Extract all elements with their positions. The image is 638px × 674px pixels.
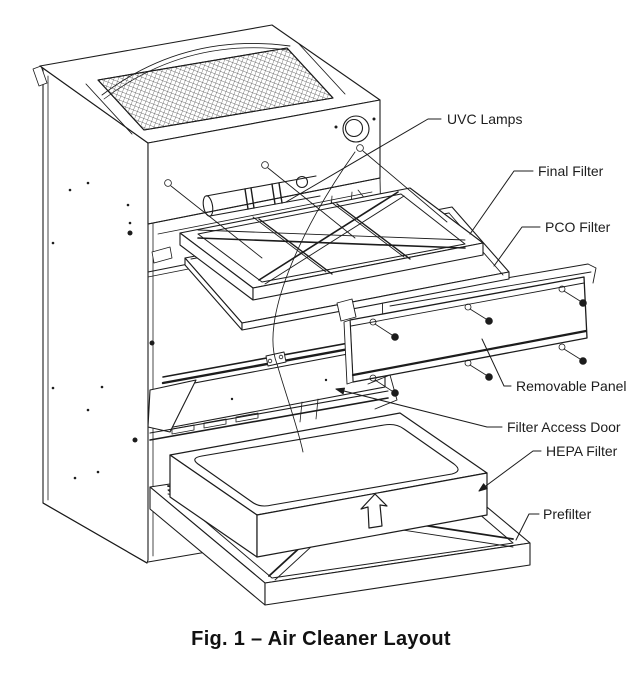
control-knob — [342, 115, 370, 143]
final-filter — [179, 187, 484, 301]
grille-arc — [101, 43, 291, 96]
leader-arrowhead-door — [335, 387, 345, 395]
airflow-up-arrow-icon — [360, 493, 388, 529]
final-filter-lattice — [197, 191, 466, 285]
hepa-media-outline — [194, 423, 459, 507]
callout-label-filter-access-door: Filter Access Door — [507, 419, 621, 435]
panel-screws — [369, 285, 587, 397]
callout-leaders — [285, 118, 542, 541]
callout-label-final-filter: Final Filter — [538, 163, 604, 179]
leader-final-filter — [469, 170, 534, 235]
panel-rivet-dots — [51, 181, 155, 480]
door-swing-curve — [272, 151, 356, 453]
callout-labels: UVC Lamps Final Filter PCO Filter Remova… — [447, 111, 627, 522]
rail-screws — [164, 144, 364, 187]
callout-label-removable-panel: Removable Panel — [516, 378, 627, 394]
intake-grille — [85, 43, 346, 135]
callout-label-prefilter: Prefilter — [543, 506, 592, 522]
removable-panel — [343, 276, 588, 397]
callout-label-pco-filter: PCO Filter — [545, 219, 611, 235]
cabinet-left-panel — [39, 65, 149, 564]
leader-pco-filter — [493, 226, 541, 267]
figure-caption: Fig. 1 – Air Cleaner Layout — [191, 628, 451, 650]
overlay-lines — [170, 150, 448, 453]
uvc-lamps-assembly — [202, 175, 321, 217]
cabinet — [32, 24, 430, 564]
door-hinge-flap — [147, 379, 197, 433]
leader-filter-access-door — [335, 388, 503, 428]
leader-arrowhead-hepa — [478, 483, 488, 492]
lamp-mount-hole — [295, 175, 309, 189]
callout-label-uvc-lamps: UVC Lamps — [447, 111, 522, 127]
door-latch — [265, 351, 287, 367]
leader-prefilter — [515, 513, 540, 541]
leader-removable-panel — [481, 338, 512, 387]
leader-hepa-filter — [478, 450, 542, 492]
callout-label-hepa-filter: HEPA Filter — [546, 443, 618, 459]
hepa-filter — [169, 412, 488, 558]
leader-uvc-lamps — [285, 118, 442, 203]
